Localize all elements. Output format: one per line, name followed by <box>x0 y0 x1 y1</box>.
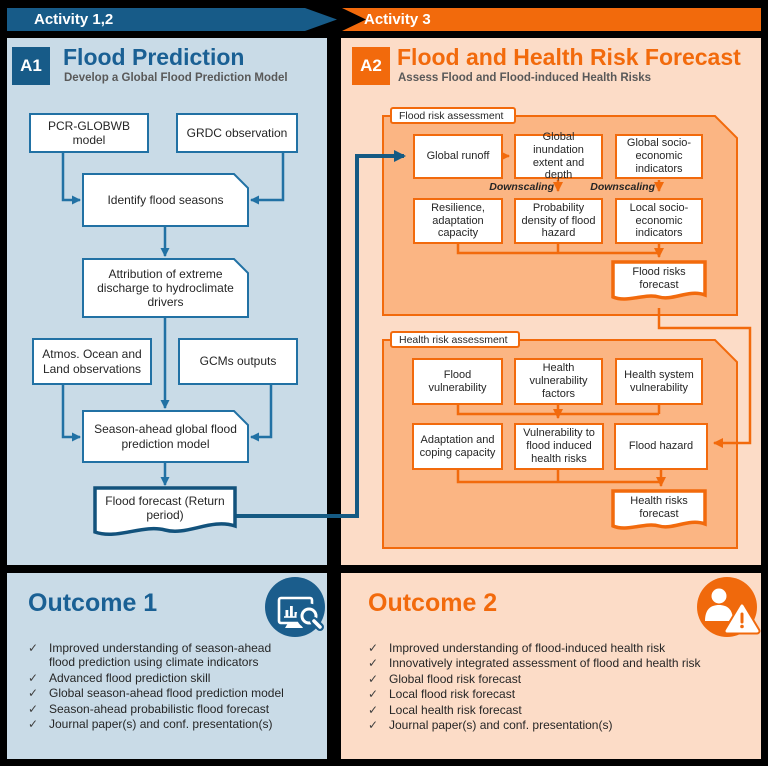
outcome2-panel <box>341 573 761 759</box>
a2-subtitle: Assess Flood and Flood-induced Health Ri… <box>398 72 652 84</box>
check-icon: ✓ <box>368 671 379 686</box>
resilience-box: Resilience, adaptation capacity <box>413 198 503 244</box>
outcome2-item-1: Improved understanding of flood-induced … <box>389 641 666 655</box>
outcome2-item-6: Journal paper(s) and conf. presentation(… <box>389 717 613 732</box>
downscaling-label-1: Downscaling <box>489 181 554 193</box>
list-item: ✓ Global flood risk forecast <box>368 672 753 686</box>
outcome2-item-4: Local flood risk forecast <box>389 687 516 702</box>
outcome1-list: ✓ Improved understanding of season-ahead… <box>28 641 290 732</box>
list-item: ✓ Innovatively integrated assessment of … <box>368 656 753 670</box>
list-item: ✓ Improved understanding of flood-induce… <box>368 641 753 655</box>
outcome2-list: ✓ Improved understanding of flood-induce… <box>368 641 753 733</box>
list-item: ✓ Season-ahead probabilistic flood forec… <box>28 702 290 716</box>
outcome2-item-5: Local health risk forecast <box>389 702 522 717</box>
downscaling-label-2: Downscaling <box>590 181 655 193</box>
atmos-ocean-land-box: Atmos. Ocean and Land observations <box>32 338 152 385</box>
flood-forecast-doc: Flood forecast (Return period) <box>105 493 225 522</box>
outcome2-item-3: Global flood risk forecast <box>389 671 522 686</box>
outcome1-item-4: Season-ahead probabilistic flood forecas… <box>49 701 270 716</box>
list-item: ✓ Improved understanding of season-ahead… <box>28 641 290 670</box>
flood-vulnerability-box: Flood vulnerability <box>412 358 503 405</box>
season-ahead-model-box: Season-ahead global flood prediction mod… <box>94 422 237 451</box>
global-inundation-box: Global inundation extent and depth <box>514 131 603 181</box>
list-item: ✓ Local flood risk forecast <box>368 687 753 701</box>
gcms-outputs-box: GCMs outputs <box>178 338 298 385</box>
a1-subtitle: Develop a Global Flood Prediction Model <box>64 72 288 84</box>
list-item: ✓ Advanced flood prediction skill <box>28 671 290 685</box>
outcome1-item-5: Journal paper(s) and conf. presentation(… <box>49 716 273 731</box>
probability-density-box: Probability density of flood hazard <box>514 198 603 244</box>
grdc-box: GRDC observation <box>176 113 298 153</box>
a1-badge: A1 <box>12 47 50 85</box>
a2-badge: A2 <box>352 47 390 85</box>
check-icon: ✓ <box>28 641 39 655</box>
local-socioeconomic-box: Local socio-economic indicators <box>615 198 703 244</box>
activity-12-label: Activity 1,2 <box>34 11 114 28</box>
activity-3-label: Activity 3 <box>364 11 431 28</box>
a1-title: Flood Prediction <box>63 44 245 70</box>
outcome1-item-3: Global season-ahead flood prediction mod… <box>49 686 284 701</box>
list-item: ✓ Journal paper(s) and conf. presentatio… <box>28 717 290 731</box>
health-system-vulnerability-box: Health system vulnerability <box>615 358 703 405</box>
outcome1-title: Outcome 1 <box>28 589 158 617</box>
attribution-box: Attribution of extreme discharge to hydr… <box>97 266 234 310</box>
health-risks-forecast-doc: Health risks forecast <box>630 495 688 520</box>
adaptation-coping-box: Adaptation and coping capacity <box>412 423 503 470</box>
outcome2-title: Outcome 2 <box>368 589 498 617</box>
check-icon: ✓ <box>368 717 379 732</box>
outcome1-item-2: Advanced flood prediction skill <box>49 670 211 685</box>
health-risk-assessment-tab: Health risk assessment <box>390 331 520 348</box>
pcr-globwb-box: PCR-GLOBWB model <box>29 113 149 153</box>
identify-flood-seasons-box: Identify flood seasons <box>107 192 224 207</box>
check-icon: ✓ <box>368 687 379 702</box>
check-icon: ✓ <box>368 641 379 655</box>
global-socioeconomic-box: Global socio-economic indicators <box>615 134 703 179</box>
flood-risks-forecast-doc: Flood risks forecast <box>632 266 686 291</box>
check-icon: ✓ <box>28 670 39 685</box>
outcome1-item-1: Improved understanding of season-ahead f… <box>49 641 272 670</box>
health-vulnerability-box: Health vulnerability factors <box>514 358 603 405</box>
list-item: ✓ Global season-ahead flood prediction m… <box>28 686 290 700</box>
check-icon: ✓ <box>368 702 379 717</box>
list-item: ✓ Journal paper(s) and conf. presentatio… <box>368 718 753 732</box>
outcome2-item-2: Innovatively integrated assessment of fl… <box>389 656 701 671</box>
a2-title: Flood and Health Risk Forecast <box>397 44 741 70</box>
check-icon: ✓ <box>28 686 39 701</box>
check-icon: ✓ <box>28 716 39 731</box>
flood-risk-assessment-tab: Flood risk assessment <box>390 107 516 124</box>
vulnerability-health-risks-box: Vulnerability to flood induced health ri… <box>514 423 604 470</box>
list-item: ✓ Local health risk forecast <box>368 703 753 717</box>
check-icon: ✓ <box>368 656 379 671</box>
flood-hazard-box: Flood hazard <box>614 423 708 470</box>
global-runoff-box: Global runoff <box>413 134 503 179</box>
check-icon: ✓ <box>28 701 39 716</box>
